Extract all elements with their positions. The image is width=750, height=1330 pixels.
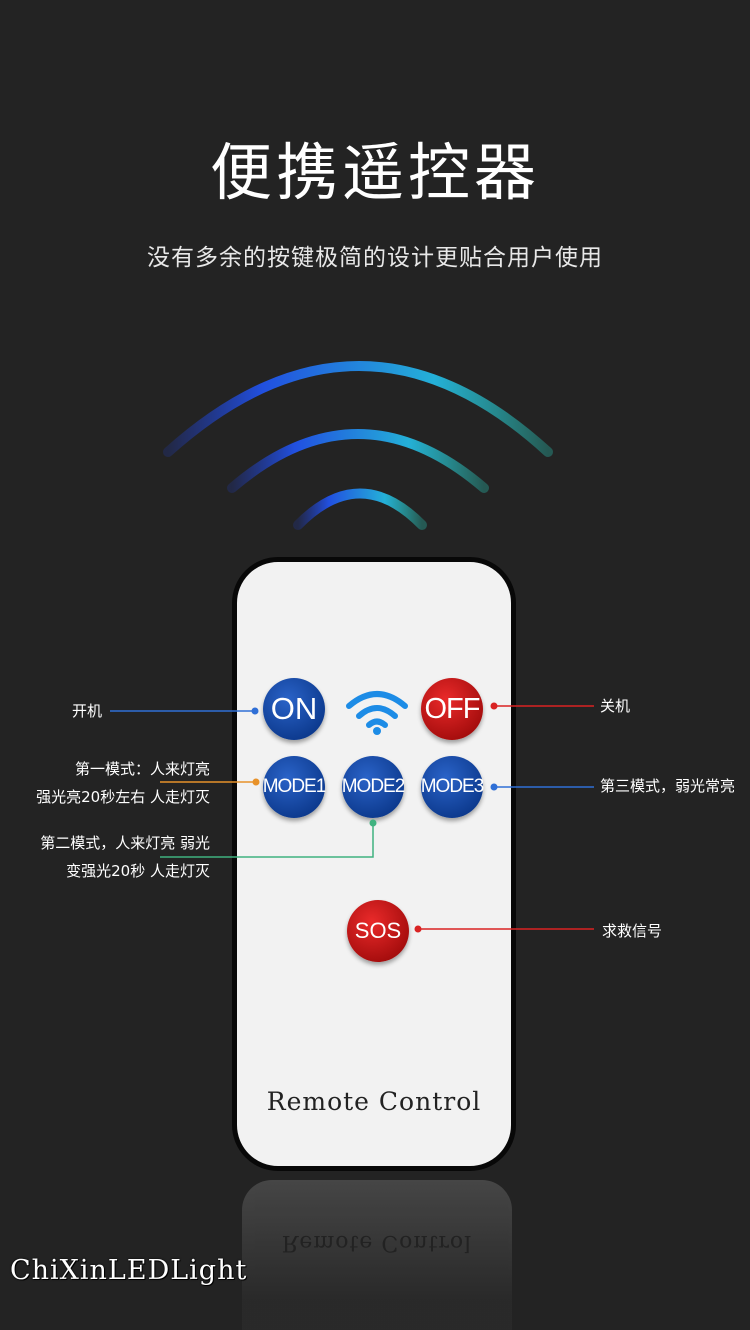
- on-annotation: 开机: [72, 702, 103, 720]
- wave-outer: [163, 361, 553, 457]
- off-button[interactable]: OFF: [421, 678, 483, 740]
- wave-inner: [293, 488, 427, 530]
- sos-annotation-line: [414, 925, 594, 933]
- on-button-label: ON: [270, 691, 318, 726]
- off-button-label: OFF: [424, 692, 481, 725]
- mode3-annotation-line: [490, 783, 594, 791]
- mode3-button[interactable]: MODE3: [420, 756, 485, 818]
- mode1-button[interactable]: MODE1: [262, 756, 327, 818]
- mode2-annotation-line: [160, 819, 377, 858]
- off-annotation-line: [490, 702, 594, 710]
- watermark: ChiXinLEDLight: [10, 1255, 248, 1286]
- on-annotation-line: [110, 707, 259, 715]
- remote-label: Remote Control: [266, 1087, 482, 1116]
- on-button[interactable]: ON: [263, 678, 325, 740]
- remote-control-body: ON OFF MODE1 MODE2 MODE3 SOS Remote Cont…: [232, 557, 516, 1171]
- remote-reflection: Remote Control: [242, 1180, 512, 1330]
- mode1-annotation-line2: 强光亮20秒左右 人走灯灭: [36, 788, 210, 806]
- wave-middle: [227, 429, 489, 493]
- sos-annotation: 求救信号: [602, 922, 663, 940]
- mode3-annotation: 第三模式，弱光常亮: [600, 777, 736, 795]
- mode1-annotation-line1: 第一模式：人来灯亮: [74, 760, 210, 778]
- page-title: 便携遥控器: [209, 136, 540, 209]
- page-subtitle: 没有多余的按键极简的设计更贴合用户使用: [147, 245, 603, 271]
- off-annotation: 关机: [600, 697, 631, 715]
- mode1-button-label: MODE1: [262, 776, 327, 797]
- mode2-annotation-line2: 变强光20秒 人走灯灭: [66, 862, 210, 880]
- mode2-annotation-line1: 第二模式，人来灯亮 弱光: [40, 834, 210, 852]
- mode1-annotation-line: [160, 778, 260, 786]
- mode2-button-label: MODE2: [341, 776, 406, 797]
- mode2-button[interactable]: MODE2: [341, 756, 406, 818]
- signal-waves-graphic: [163, 361, 553, 530]
- wifi-icon: [346, 691, 408, 735]
- sos-button-label: SOS: [354, 918, 402, 943]
- sos-button[interactable]: SOS: [347, 900, 409, 962]
- mode3-button-label: MODE3: [420, 776, 485, 797]
